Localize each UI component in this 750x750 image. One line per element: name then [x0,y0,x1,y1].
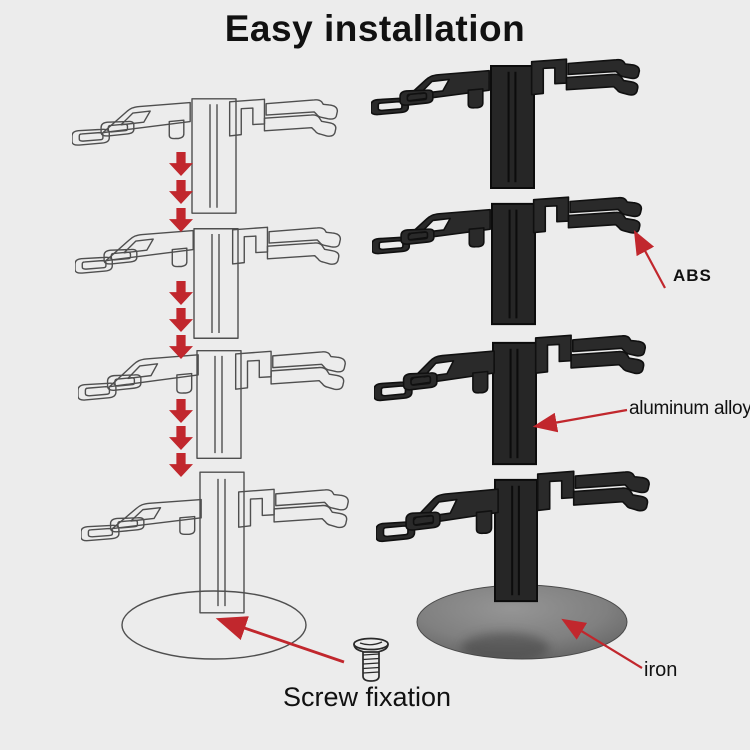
right-hook [530,58,641,96]
pole-segment [193,228,239,339]
left-hook [371,69,490,116]
solid-base-plate [416,584,628,660]
right-hook [238,488,349,529]
aluminum-label: aluminum alloy [629,398,750,419]
left-hook [72,101,191,146]
iron-label: iron [644,659,678,681]
screw-fixation-caption: Screw fixation [283,682,452,712]
abs-label: ABS [673,266,712,285]
down-arrow-icon [169,180,193,204]
screw-annotation-arrow [215,616,345,664]
down-arrow-icon [169,453,193,477]
assembly-arrows [169,152,193,477]
right-hook [532,196,643,234]
right-hook [235,350,346,391]
wire-base-plate [121,590,307,660]
pole-segment [492,341,537,466]
aluminum-annotation-arrow [532,408,628,433]
down-arrow-icon [169,399,193,423]
down-arrow-icon [169,208,193,232]
pole-segment [196,350,242,459]
left-hook [374,350,495,402]
right-hook [537,470,650,512]
left-hook [78,354,199,401]
down-arrow-icon [169,281,193,305]
left-hook [75,229,194,274]
pole-segment [494,478,538,603]
left-hook [81,498,202,542]
left-hook [376,488,499,543]
down-arrow-icon [169,308,193,332]
down-arrow-icon [169,426,193,450]
iron-annotation-arrow [561,618,643,669]
abs-annotation-arrow [633,230,666,289]
pole-segment [490,64,535,190]
solid-stand [371,58,666,669]
page-title: Easy installation [224,8,526,49]
down-arrow-icon [169,152,193,176]
right-hook [229,98,338,137]
screw-icon [353,637,389,682]
wireframe-stand [72,98,389,682]
left-hook [372,208,491,255]
right-hook [232,226,341,265]
pole-segment [491,202,536,326]
right-hook [535,334,646,375]
